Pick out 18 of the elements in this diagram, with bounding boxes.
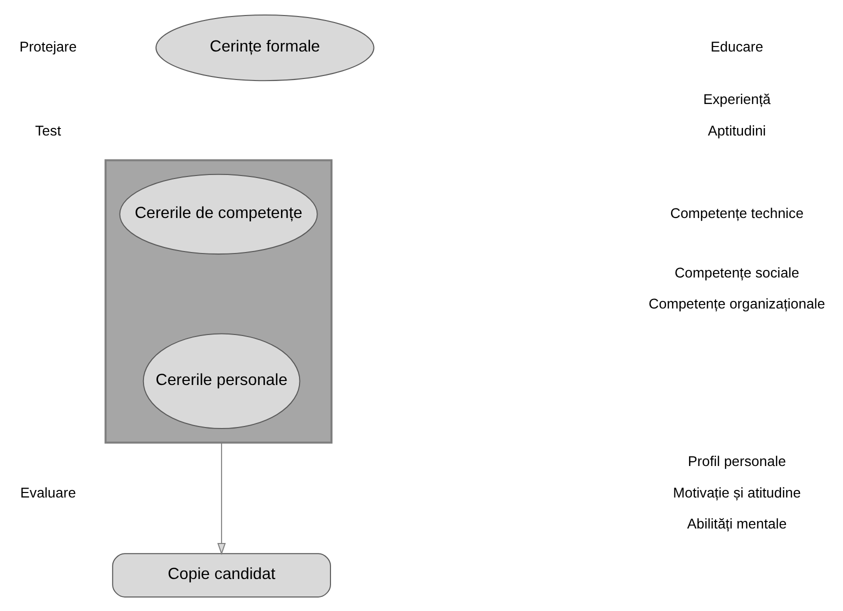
node-ellipse: Cererile de competențe: [119, 173, 318, 254]
node-ellipse: Cerințe formale: [156, 14, 374, 81]
label: Educare: [710, 38, 764, 54]
label: Motivație și atitudine: [673, 484, 801, 500]
cluster: [104, 158, 332, 444]
label: Evaluare: [20, 484, 76, 500]
label: Competențe sociale: [674, 264, 800, 280]
label: Profil personale: [688, 452, 786, 469]
label: Test: [35, 122, 62, 138]
arrow: [217, 442, 226, 555]
node-ellipse: Cererile personale: [142, 332, 300, 429]
label: Experiență: [703, 90, 771, 106]
label: Aptitudini: [708, 122, 766, 138]
node-box: Copie candidat: [112, 552, 331, 597]
label: Competențe technice: [670, 204, 804, 220]
label: Competențe organizaționale: [648, 295, 826, 312]
label: Protejare: [19, 38, 77, 54]
label: Abilități mentale: [687, 515, 787, 532]
